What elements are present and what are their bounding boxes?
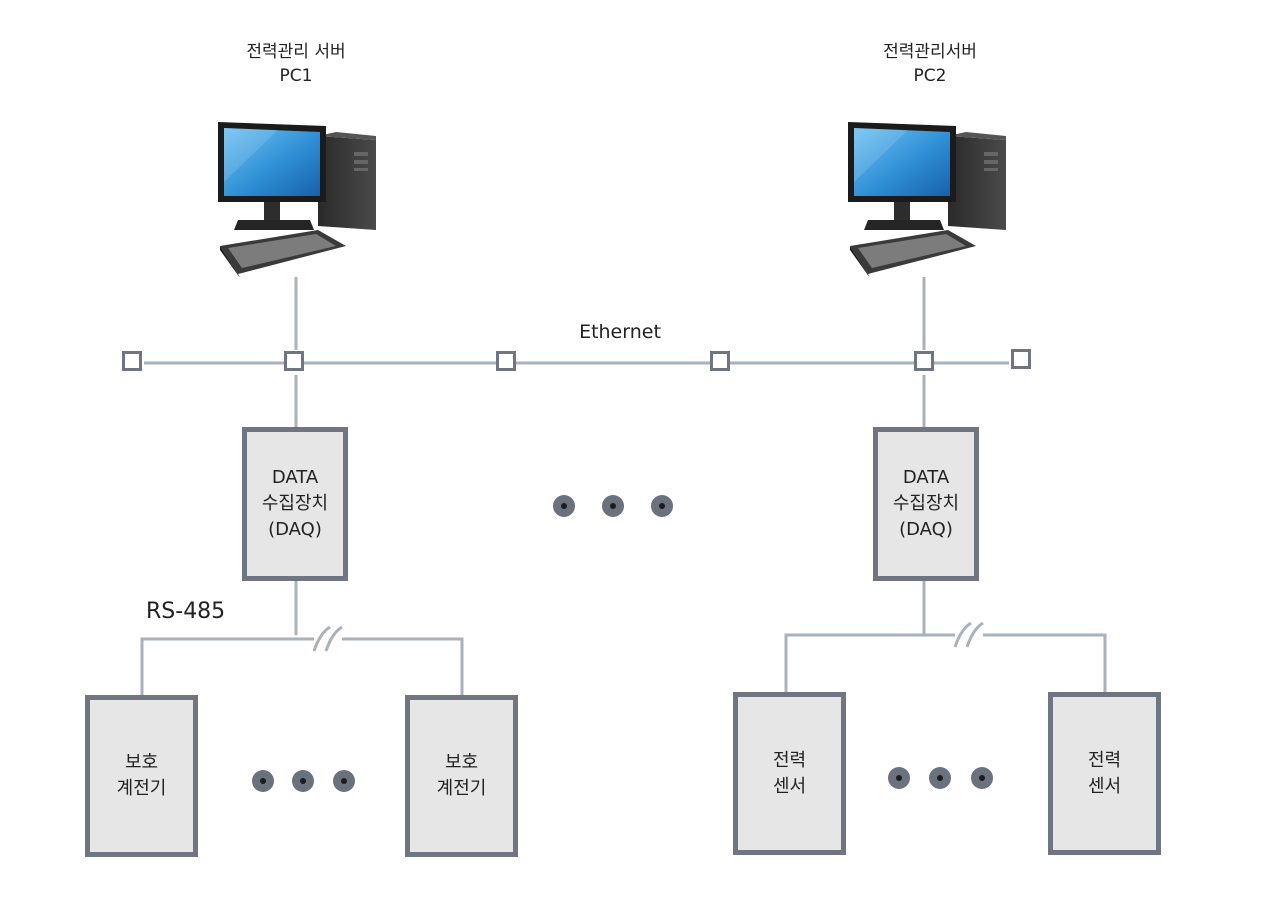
ellipsis-dot-icon [553, 495, 575, 517]
server-id: PC1 [279, 66, 313, 86]
ellipsis-dot-icon [333, 770, 355, 792]
relay-line1: 보호 [124, 752, 159, 773]
sensor-line2: 센서 [772, 775, 807, 797]
relay-line2: 계전기 [436, 778, 487, 799]
daq-line1: DATA [902, 467, 950, 488]
network-node [914, 351, 934, 371]
ellipsis-dot-icon [929, 767, 951, 789]
ellipsis-dot-icon [888, 767, 910, 789]
server-label-pc1: 전력관리 서버 PC1 [216, 40, 376, 88]
relay-line2: 계전기 [116, 778, 167, 799]
power-sensor-box: 전력 센서 [733, 692, 846, 855]
desktop-computer-icon [218, 122, 376, 277]
ethernet-label: Ethernet [579, 321, 661, 343]
network-node [284, 351, 304, 371]
ellipsis-dot-icon [602, 495, 624, 517]
server-label-pc2: 전력관리서버 PC2 [850, 40, 1010, 88]
rs485-bus-right [784, 633, 1107, 695]
daq-line1: DATA [271, 467, 319, 488]
sensor-line2: 센서 [1087, 775, 1122, 797]
sensor-line1: 전력 [1087, 749, 1122, 771]
daq-line3: (DAQ) [268, 519, 322, 540]
rs485-bus-left [140, 637, 464, 695]
network-node [710, 351, 730, 371]
network-node [496, 351, 516, 371]
server-pc1-illustration [218, 122, 376, 277]
break-mark-left [312, 625, 343, 652]
break-mark-right [953, 621, 984, 648]
sensor-line1: 전력 [772, 749, 807, 771]
server-pc2-illustration [848, 122, 1006, 277]
daq-line2: 수집장치 [892, 493, 960, 514]
daq-box-2: DATA 수집장치 (DAQ) [873, 427, 979, 581]
daq-line2: 수집장치 [261, 493, 329, 514]
daq-line3: (DAQ) [899, 519, 953, 540]
ellipsis-dot-icon [252, 770, 274, 792]
desktop-computer-icon [848, 122, 1006, 277]
power-sensor-box: 전력 센서 [1048, 692, 1161, 855]
relay-line1: 보호 [444, 752, 479, 773]
network-node [1011, 349, 1031, 369]
network-node [122, 351, 142, 371]
daq-box-1: DATA 수집장치 (DAQ) [242, 427, 348, 581]
server-name: 전력관리서버 [883, 42, 977, 62]
rs485-label: RS-485 [146, 599, 226, 624]
protection-relay-box: 보호 계전기 [85, 695, 198, 857]
protection-relay-box: 보호 계전기 [405, 695, 518, 857]
ellipsis-dot-icon [971, 767, 993, 789]
ellipsis-dot-icon [651, 495, 673, 517]
server-id: PC2 [913, 66, 947, 86]
ellipsis-dot-icon [292, 770, 314, 792]
server-name: 전력관리 서버 [246, 42, 346, 62]
